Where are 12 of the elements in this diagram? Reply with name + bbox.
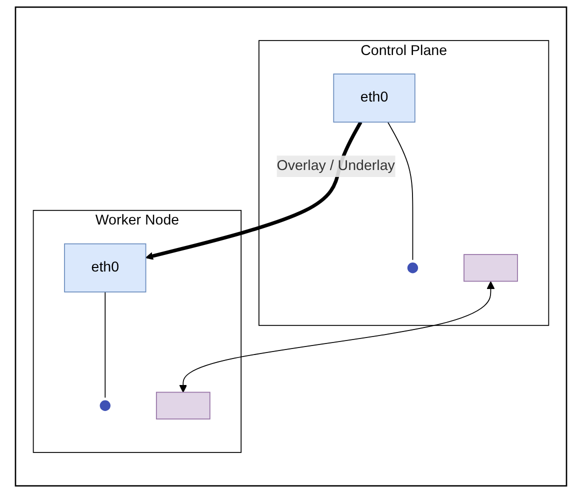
cluster: [14, 6, 568, 487]
node-box: eth0: [64, 243, 146, 292]
edge-label: Overlay / Underlay: [276, 158, 395, 174]
node-box: [464, 254, 518, 282]
node-box: [156, 392, 210, 420]
arrow: [145, 121, 362, 260]
connector: [387, 122, 414, 262]
arrow: [179, 281, 495, 393]
node-circle: [97, 398, 114, 414]
node-box: eth0: [333, 74, 416, 123]
connector: [104, 292, 106, 400]
node-circle: [404, 260, 421, 276]
